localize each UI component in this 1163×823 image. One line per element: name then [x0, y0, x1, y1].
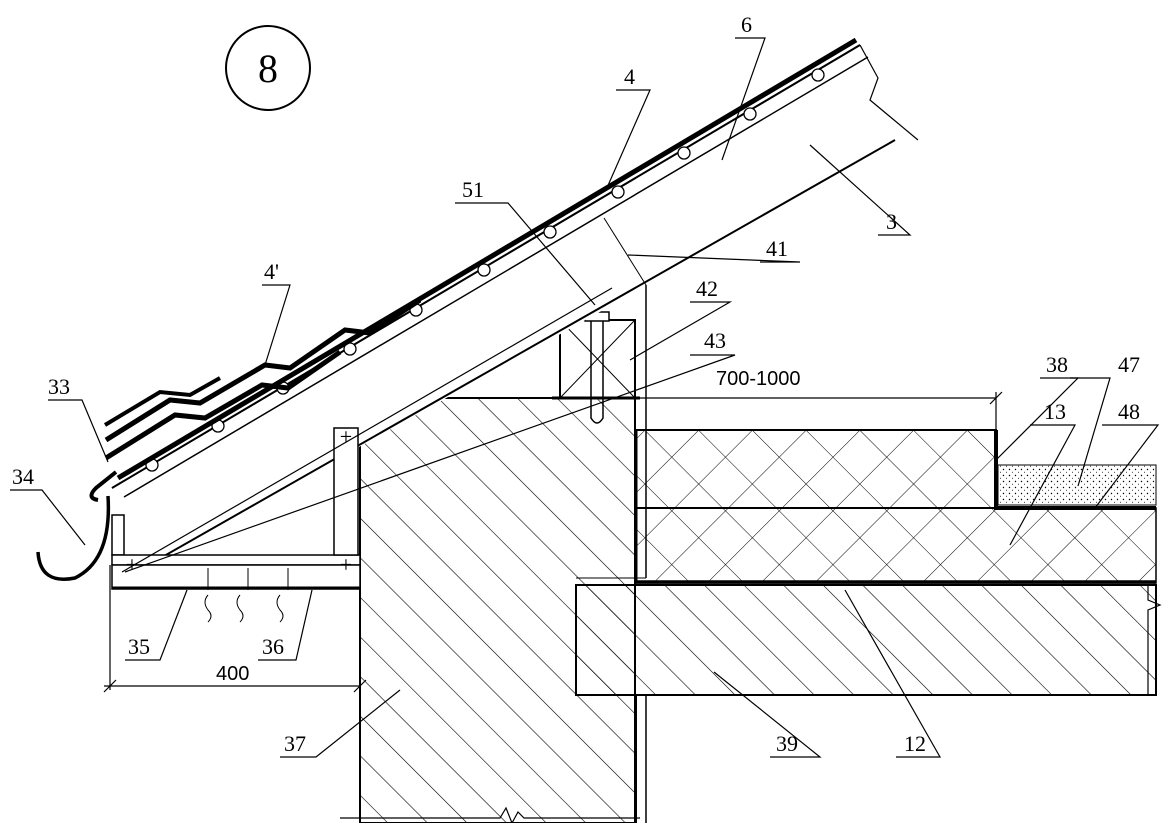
callout-3: 3	[886, 209, 897, 234]
svg-text:+: +	[126, 552, 138, 577]
wall-plate-beam	[552, 311, 640, 424]
leader-lines	[10, 37, 1160, 758]
screed-layer	[994, 430, 1157, 510]
callout-4: 4	[624, 64, 635, 89]
detail-marker: 8	[225, 25, 311, 111]
callout-13: 13	[1044, 399, 1066, 424]
callout-labels: 6 4 3 51 41 4' 42 43 33 34 38 47 13 48 3…	[12, 12, 1140, 756]
callout-38: 38	[1046, 352, 1068, 377]
svg-text:+: +	[340, 552, 352, 577]
callout-4-prime: 4'	[264, 259, 279, 284]
callout-42: 42	[696, 276, 718, 301]
callout-37: 37	[284, 731, 306, 756]
insulation-layers	[634, 429, 1157, 584]
callout-48: 48	[1118, 399, 1140, 424]
hanger-line	[576, 217, 647, 579]
callout-36: 36	[262, 634, 284, 659]
gutter	[36, 495, 111, 581]
dimension-700-1000: 700-1000	[716, 368, 801, 390]
callout-6: 6	[741, 12, 752, 37]
dimension-400: 400	[216, 663, 249, 685]
callout-34: 34	[12, 464, 34, 489]
callout-39: 39	[776, 731, 798, 756]
callout-43: 43	[704, 328, 726, 353]
floor-slab	[575, 584, 1157, 823]
svg-text:+: +	[340, 424, 352, 449]
roof-covering	[89, 37, 858, 502]
sheathing-battens	[111, 44, 869, 498]
eave-soffit: + + +	[111, 287, 613, 623]
callout-41: 41	[766, 236, 788, 261]
detail-number: 8	[258, 46, 278, 91]
callout-35: 35	[128, 634, 150, 659]
dimension-lines	[103, 391, 1003, 693]
callout-51: 51	[462, 177, 484, 202]
break-lines	[340, 585, 1162, 823]
callout-47: 47	[1118, 352, 1140, 377]
callout-33: 33	[48, 374, 70, 399]
callout-12: 12	[904, 731, 926, 756]
